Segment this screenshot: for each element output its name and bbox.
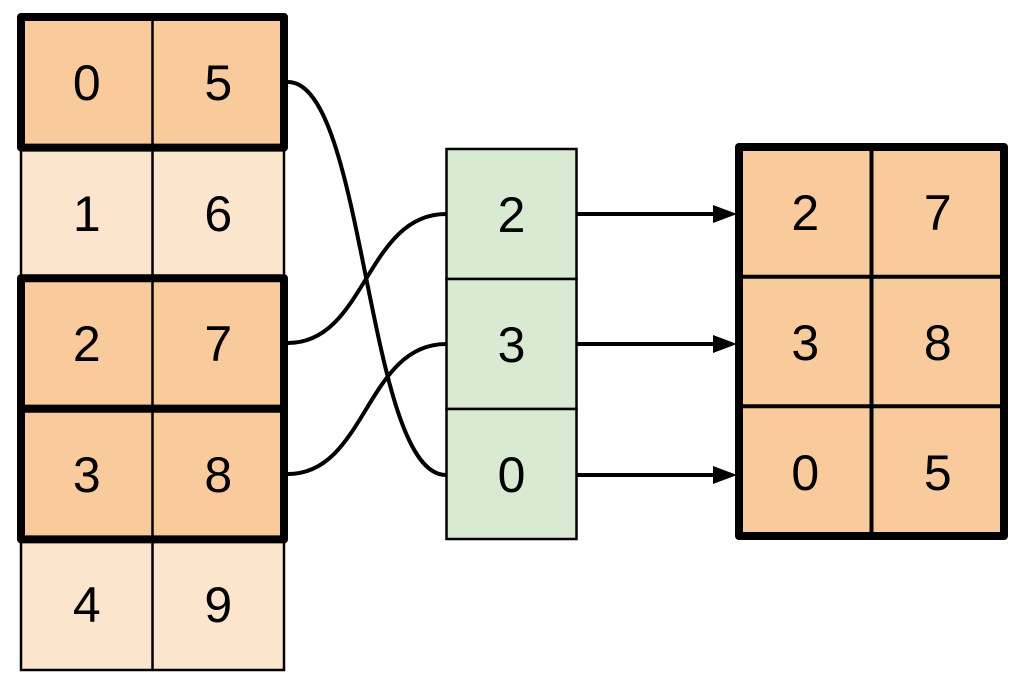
result-cell-r0c0: 2 — [791, 185, 819, 241]
source-cell-r2c0: 2 — [73, 316, 101, 372]
index-cell-1-value: 3 — [498, 317, 526, 373]
result-cell-r0c1: 7 — [924, 185, 952, 241]
index-cell-0-box — [445, 147, 578, 281]
connector-curve-row2-to-index0 — [287, 212, 447, 345]
arrow-head-icon — [713, 205, 737, 223]
source-cell-r0c0: 0 — [73, 55, 101, 111]
index-cell-0-value: 2 — [498, 187, 526, 243]
arrow-index1-to-result1 — [577, 335, 737, 353]
curved-connectors — [287, 80, 447, 477]
connector-curve-row3-to-index1 — [287, 342, 447, 476]
result-table-border — [735, 143, 1008, 540]
result-table: 2 7 3 8 0 5 — [735, 143, 1008, 540]
source-row-3 — [17, 404, 288, 544]
source-cell-r3c1: 8 — [204, 447, 232, 503]
index-cell-1-box — [445, 277, 578, 411]
source-cell-r1c0: 1 — [73, 186, 101, 242]
result-cell-r1c1: 8 — [924, 315, 952, 371]
source-row-3-highlight-border — [17, 404, 288, 544]
result-cell-r1c0: 3 — [791, 315, 819, 371]
source-cell-r3c0: 3 — [73, 447, 101, 503]
source-cell-r4c0: 4 — [73, 577, 101, 633]
index-cell-2: 0 — [445, 407, 578, 541]
index-cell-2-box — [445, 407, 578, 541]
arrow-head-icon — [713, 335, 737, 353]
source-row-4 — [19, 538, 286, 672]
index-column: 2 3 0 — [445, 147, 578, 541]
arrow-index0-to-result0 — [577, 205, 737, 223]
source-row-1 — [19, 146, 286, 280]
source-cell-r2c1: 7 — [204, 316, 232, 372]
source-cell-r4c1: 9 — [204, 577, 232, 633]
result-arrows — [577, 205, 737, 484]
index-cell-2-value: 0 — [498, 447, 526, 503]
result-cell-r2c1: 5 — [924, 445, 952, 501]
source-row-0 — [17, 13, 288, 152]
arrow-head-icon — [713, 466, 737, 484]
index-cell-1: 3 — [445, 277, 578, 411]
source-cell-r0c1: 5 — [204, 55, 232, 111]
index-cell-0: 2 — [445, 147, 578, 281]
source-row-2 — [17, 274, 288, 413]
result-cell-r2c0: 0 — [791, 445, 819, 501]
source-table: 0 5 1 6 2 7 3 8 4 9 — [17, 13, 288, 672]
arrow-index2-to-result2 — [577, 466, 737, 484]
source-cell-r1c1: 6 — [204, 186, 232, 242]
source-row-0-highlight-border — [17, 13, 288, 152]
